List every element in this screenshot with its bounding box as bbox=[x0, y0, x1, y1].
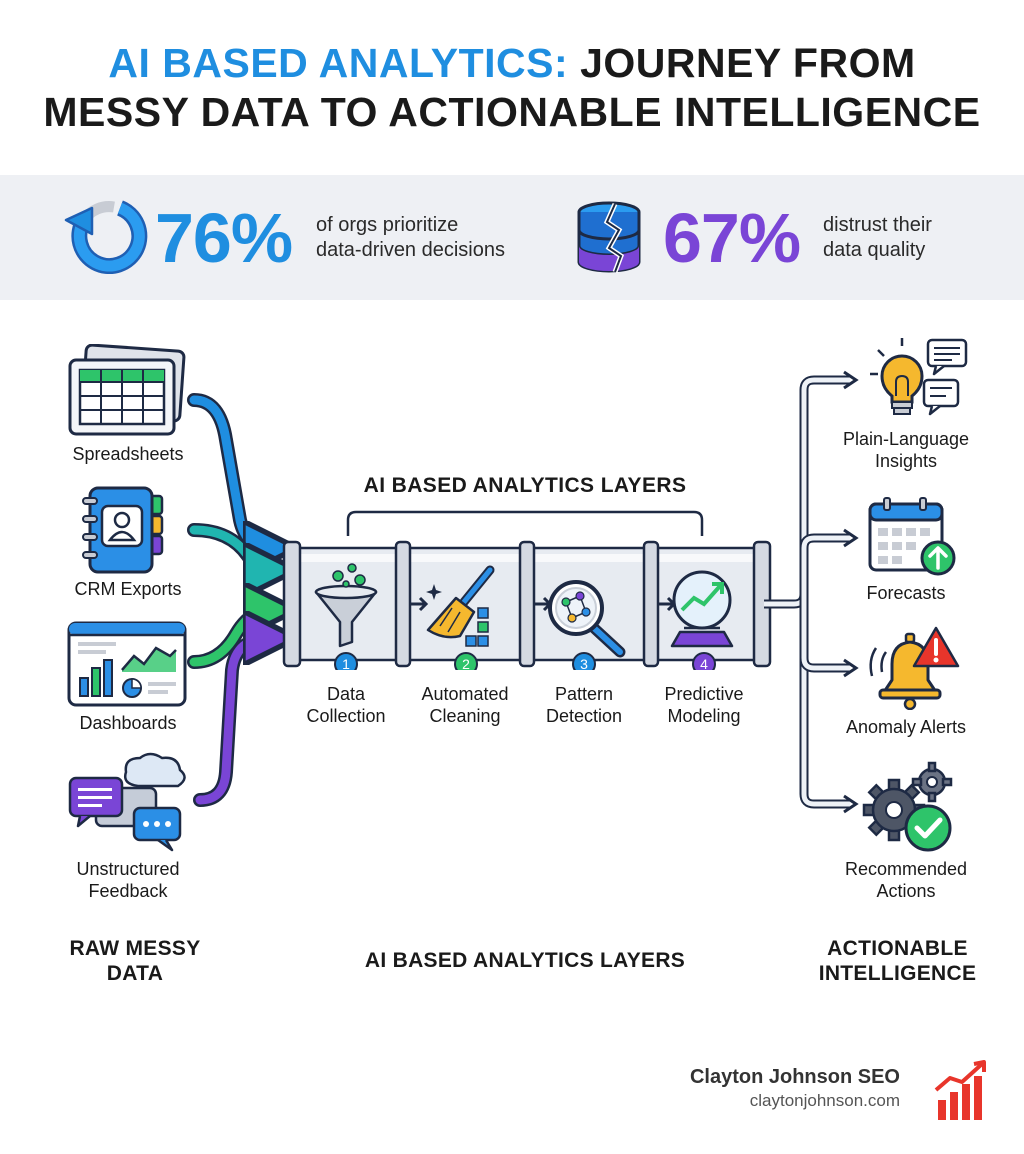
step-number-2: 2 bbox=[462, 656, 470, 670]
source-label-unstructured-feedback: Unstructured Feedback bbox=[48, 858, 208, 902]
step-label-3: Pattern Detection bbox=[524, 683, 644, 727]
step-label-2-line2: Cleaning bbox=[429, 706, 501, 726]
circular-arrow-icon bbox=[64, 200, 148, 275]
column-heading-layers: AI BASED ANALYTICS LAYERS bbox=[364, 949, 686, 972]
column-heading-raw-line1: RAW MESSY bbox=[69, 937, 201, 960]
brand-url: claytonjohnson.com bbox=[749, 1091, 900, 1110]
crystal-ball-icon bbox=[670, 570, 734, 648]
chat-bubbles-icon bbox=[68, 752, 186, 852]
title-line1-rest: JOURNEY FROM bbox=[580, 40, 916, 86]
output-label-actions-line1: Recommended bbox=[844, 859, 968, 879]
output-label-recommended-actions: Recommended Actions bbox=[820, 858, 992, 902]
stat-value-2: 67% bbox=[663, 199, 801, 277]
column-heading-raw-data: RAW MESSY DATA bbox=[40, 936, 230, 986]
column-heading-actionable-line1: ACTIONABLE bbox=[827, 937, 968, 960]
step-label-4-line1: Predictive bbox=[664, 684, 744, 704]
column-heading-raw-line2: DATA bbox=[106, 962, 164, 985]
output-label-insights-line2: Insights bbox=[874, 451, 938, 471]
output-arrows bbox=[764, 370, 859, 814]
stat-text-2-line1: distrust their bbox=[823, 214, 932, 236]
funnel-icon bbox=[314, 563, 378, 648]
step-badge-2: 2 bbox=[454, 652, 478, 670]
output-label-forecasts: Forecasts bbox=[866, 583, 946, 603]
calendar-icon bbox=[868, 497, 956, 576]
step-label-4-line2: Modeling bbox=[667, 706, 741, 726]
step-badge-3: 3 bbox=[572, 652, 596, 670]
source-label-dashboards: Dashboards bbox=[79, 713, 177, 733]
title-accent: AI BASED ANALYTICS: bbox=[108, 40, 569, 86]
brush-icon bbox=[426, 565, 495, 647]
step-badge-1: 1 bbox=[334, 652, 358, 670]
dashboard-icon bbox=[67, 621, 187, 707]
step-label-3-line1: Pattern bbox=[554, 684, 614, 704]
gears-check-icon bbox=[862, 761, 953, 852]
brand-name: Clayton Johnson SEO bbox=[689, 1066, 900, 1088]
step-badge-4: 4 bbox=[692, 652, 716, 670]
step-label-4: Predictive Modeling bbox=[644, 683, 764, 727]
input-arrows bbox=[187, 393, 300, 807]
pipe-flange-2 bbox=[394, 540, 412, 668]
column-heading-actionable: ACTIONABLE INTELLIGENCE bbox=[800, 936, 995, 986]
output-label-insights-line1: Plain-Language bbox=[842, 429, 970, 449]
lightbulb-icon bbox=[870, 338, 968, 416]
pipe-flange-3 bbox=[518, 540, 536, 668]
output-label-insights: Plain-Language Insights bbox=[820, 428, 992, 472]
step-label-3-line2: Detection bbox=[545, 706, 623, 726]
contact-book-icon bbox=[82, 486, 164, 574]
source-label-unstructured-line2: Feedback bbox=[88, 881, 168, 901]
pipe-flange-1 bbox=[282, 540, 302, 668]
step-label-2-line1: Automated bbox=[421, 684, 509, 704]
stat-value-1: 76% bbox=[155, 199, 293, 277]
analytics-pipeline: 1 2 3 4 bbox=[282, 540, 772, 670]
column-heading-actionable-line2: INTELLIGENCE bbox=[818, 962, 977, 985]
page-title-line2: MESSY DATA TO ACTIONABLE INTELLIGENCE bbox=[43, 89, 981, 135]
layers-title: AI BASED ANALYTICS LAYERS bbox=[363, 474, 687, 497]
magnifier-icon bbox=[548, 580, 626, 658]
brand-logo-icon bbox=[934, 1060, 986, 1120]
source-label-unstructured-line1: Unstructured bbox=[76, 859, 180, 879]
step-label-2: Automated Cleaning bbox=[400, 683, 530, 727]
bell-alert-icon bbox=[869, 626, 960, 710]
stat-text-2-line2: data quality bbox=[823, 239, 926, 261]
step-number-1: 1 bbox=[342, 656, 350, 670]
stat-text-1: of orgs prioritize data-driven decisions bbox=[316, 213, 505, 263]
step-label-1: Data Collection bbox=[286, 683, 406, 727]
output-label-anomaly-alerts: Anomaly Alerts bbox=[845, 717, 967, 737]
pipe-flange-4 bbox=[642, 540, 660, 668]
output-label-actions-line2: Actions bbox=[876, 881, 936, 901]
step-label-1-line1: Data bbox=[326, 684, 366, 704]
broken-database-icon bbox=[577, 201, 641, 273]
stats-band bbox=[0, 175, 1024, 300]
spreadsheet-icon bbox=[68, 344, 186, 436]
source-label-crm-exports: CRM Exports bbox=[74, 579, 182, 599]
stat-text-1-line2: data-driven decisions bbox=[316, 239, 505, 261]
page-title-line1: AI BASED ANALYTICS: JOURNEY FROM bbox=[0, 38, 1024, 88]
stat-text-2: distrust their data quality bbox=[823, 213, 932, 263]
step-number-3: 3 bbox=[580, 656, 588, 670]
layers-bracket bbox=[346, 510, 704, 536]
step-label-1-line2: Collection bbox=[306, 706, 386, 726]
stat-text-1-line1: of orgs prioritize bbox=[316, 214, 459, 236]
step-number-4: 4 bbox=[700, 656, 708, 670]
source-label-spreadsheets: Spreadsheets bbox=[72, 444, 184, 464]
